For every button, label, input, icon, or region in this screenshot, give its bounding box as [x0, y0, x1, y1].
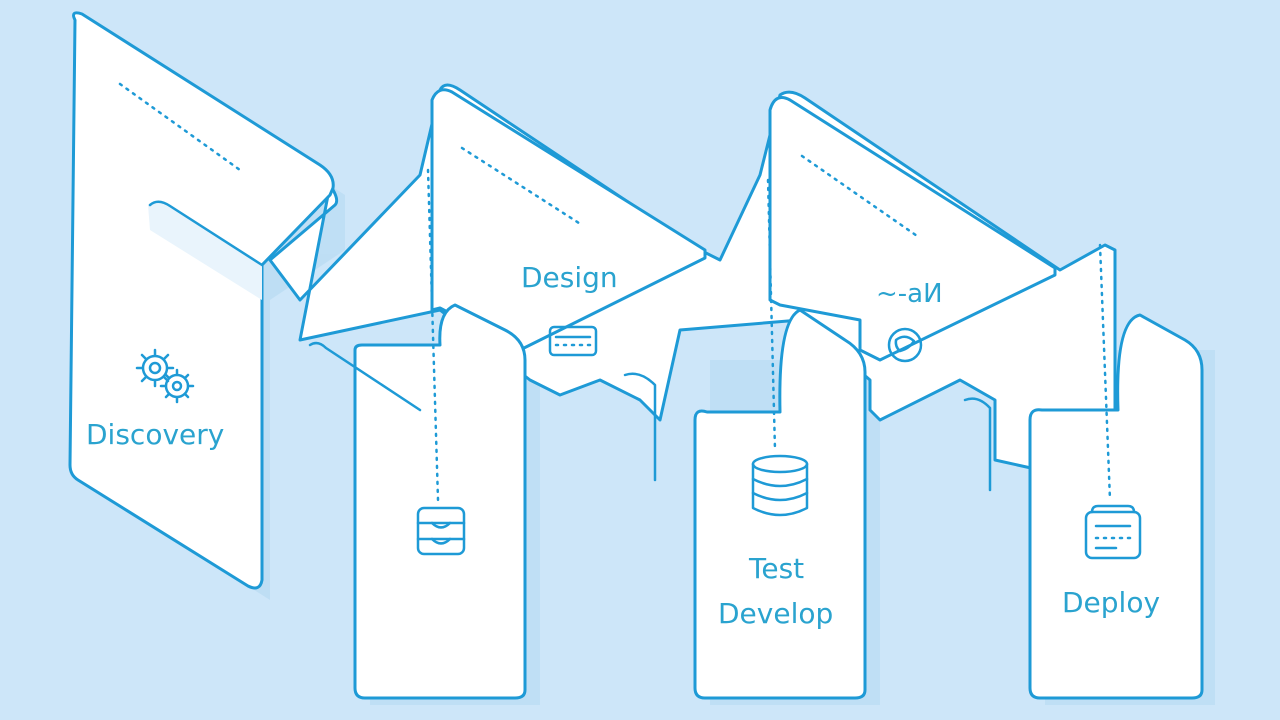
card-icon: [548, 325, 598, 357]
server-icon: [416, 506, 466, 556]
discovery-panel: [68, 11, 335, 590]
document-stack-icon: [1084, 504, 1142, 560]
panel-3: [693, 308, 867, 700]
stage-label-develop: Develop: [718, 597, 833, 630]
stage-label-discovery: Discovery: [86, 418, 224, 451]
glyph-label: ~-аИ: [876, 279, 943, 309]
stage-label-design: Design: [521, 261, 618, 294]
labels: Discovery Design Test Develop Deploy ~-а…: [86, 261, 1160, 630]
stage-label-deploy: Deploy: [1062, 586, 1160, 619]
database-icon: [751, 454, 809, 517]
gears-icon: [135, 348, 195, 404]
stage-label-test: Test: [748, 552, 804, 585]
globe-icon: [887, 327, 923, 363]
connectors: [426, 168, 1112, 502]
panel-2: [353, 303, 527, 700]
glyph-section: [768, 96, 1057, 362]
